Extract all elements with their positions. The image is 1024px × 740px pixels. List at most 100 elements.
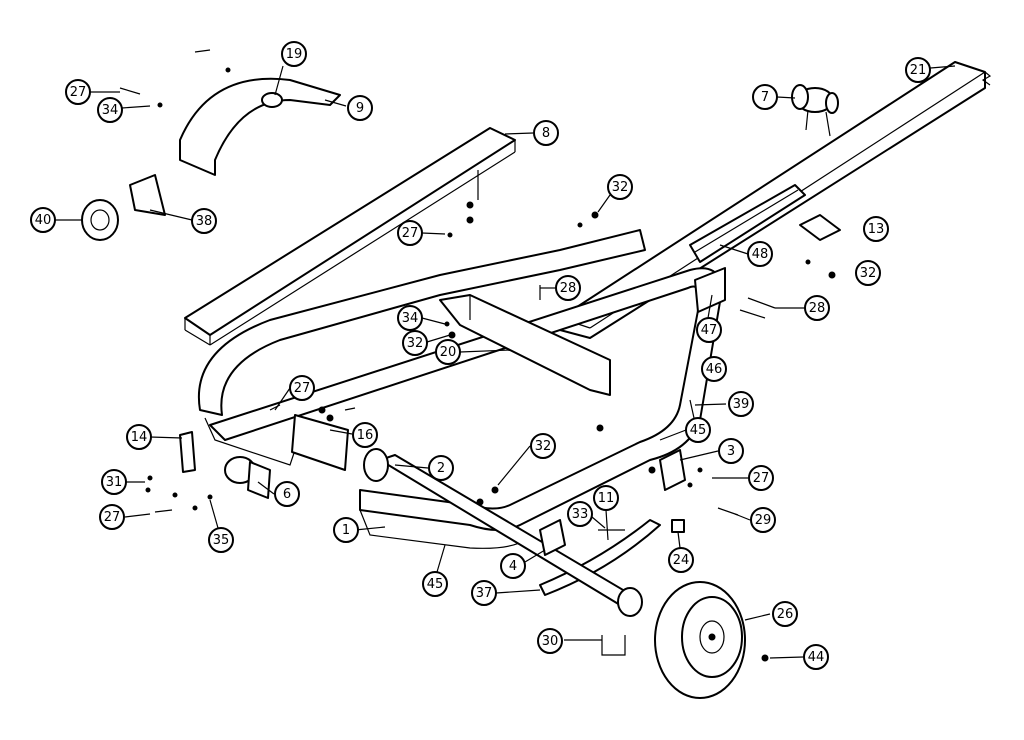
svg-text:32: 32 [612, 180, 629, 195]
callout-34: 34 [397, 305, 423, 331]
callout-45: 45 [422, 571, 448, 597]
svg-text:7: 7 [761, 90, 769, 105]
callout-13: 13 [863, 216, 889, 242]
callout-30: 30 [537, 628, 563, 654]
part-u-bolt [601, 635, 626, 656]
svg-text:8: 8 [542, 126, 550, 141]
callout-31: 31 [101, 469, 127, 495]
svg-text:3: 3 [727, 444, 735, 459]
svg-text:11: 11 [598, 491, 615, 506]
svg-text:4: 4 [509, 559, 517, 574]
callout-32: 32 [402, 330, 428, 356]
part-tongue-plate [689, 184, 806, 263]
svg-text:40: 40 [35, 213, 52, 228]
svg-text:27: 27 [294, 381, 311, 396]
callout-7: 7 [752, 84, 778, 110]
svg-text:27: 27 [753, 471, 770, 486]
svg-text:1: 1 [342, 523, 350, 538]
callout-21: 21 [905, 57, 931, 83]
svg-text:29: 29 [755, 513, 772, 528]
svg-text:28: 28 [560, 281, 577, 296]
svg-text:6: 6 [283, 487, 291, 502]
callout-1: 1 [333, 517, 359, 543]
callout-40: 40 [30, 207, 56, 233]
svg-text:45: 45 [690, 423, 707, 438]
callout-29: 29 [750, 507, 776, 533]
part-spring-hanger [539, 519, 566, 556]
callout-37: 37 [471, 580, 497, 606]
part-fender [179, 77, 341, 176]
callout-28: 28 [555, 275, 581, 301]
svg-text:37: 37 [476, 586, 493, 601]
part-roller-bracket [179, 431, 196, 473]
callout-19: 19 [281, 41, 307, 67]
callout-4: 4 [500, 553, 526, 579]
svg-text:34: 34 [102, 103, 119, 118]
part-fender-bracket [291, 414, 349, 471]
callout-27: 27 [748, 465, 774, 491]
callout-26: 26 [772, 601, 798, 627]
svg-text:33: 33 [572, 507, 589, 522]
callout-32: 32 [530, 433, 556, 459]
callout-46: 46 [701, 356, 727, 382]
svg-text:2: 2 [437, 461, 445, 476]
svg-text:38: 38 [196, 214, 213, 229]
part-bunk-board [184, 127, 516, 346]
callout-6: 6 [274, 481, 300, 507]
svg-text:45: 45 [427, 577, 444, 592]
svg-text:48: 48 [752, 247, 769, 262]
svg-text:44: 44 [808, 650, 825, 665]
svg-text:39: 39 [733, 397, 750, 412]
part-keel-roller [791, 84, 839, 137]
callout-24: 24 [668, 547, 694, 573]
callout-47: 47 [696, 317, 722, 343]
svg-text:19: 19 [286, 47, 303, 62]
svg-text:16: 16 [357, 428, 374, 443]
svg-text:46: 46 [706, 362, 723, 377]
callout-35: 35 [208, 527, 234, 553]
svg-text:13: 13 [868, 222, 885, 237]
callout-48: 48 [747, 241, 773, 267]
svg-text:31: 31 [106, 475, 123, 490]
callout-11: 11 [593, 485, 619, 511]
callout-32: 32 [855, 260, 881, 286]
callout-44: 44 [803, 644, 829, 670]
svg-text:24: 24 [673, 553, 690, 568]
svg-text:14: 14 [131, 430, 148, 445]
svg-text:30: 30 [542, 634, 559, 649]
callout-32: 32 [607, 174, 633, 200]
svg-text:27: 27 [402, 226, 419, 241]
svg-text:34: 34 [402, 311, 419, 326]
svg-text:32: 32 [860, 266, 877, 281]
callout-33: 33 [567, 501, 593, 527]
part-wheel [654, 581, 746, 699]
svg-text:20: 20 [440, 345, 457, 360]
callout-16: 16 [352, 422, 378, 448]
callout-27: 27 [397, 220, 423, 246]
part-bolster-bracket [694, 267, 726, 313]
part-plate [799, 214, 841, 241]
callout-27: 27 [99, 504, 125, 530]
leader-lines [55, 65, 956, 659]
callout-3: 3 [718, 438, 744, 464]
svg-text:26: 26 [777, 607, 794, 622]
callout-45: 45 [685, 417, 711, 443]
callout-38: 38 [191, 208, 217, 234]
callout-34: 34 [97, 97, 123, 123]
callout-27: 27 [65, 79, 91, 105]
part-tail-light [81, 199, 119, 241]
part-spindle [671, 519, 685, 533]
svg-text:32: 32 [407, 336, 424, 351]
svg-text:9: 9 [356, 101, 364, 116]
part-side-roller [224, 456, 271, 499]
svg-text:27: 27 [104, 510, 121, 525]
svg-text:28: 28 [809, 301, 826, 316]
svg-text:32: 32 [535, 439, 552, 454]
callout-2: 2 [428, 455, 454, 481]
callout-14: 14 [126, 424, 152, 450]
callout-28: 28 [804, 295, 830, 321]
callout-27: 27 [289, 375, 315, 401]
svg-text:27: 27 [70, 85, 87, 100]
part-bracket [659, 449, 686, 491]
